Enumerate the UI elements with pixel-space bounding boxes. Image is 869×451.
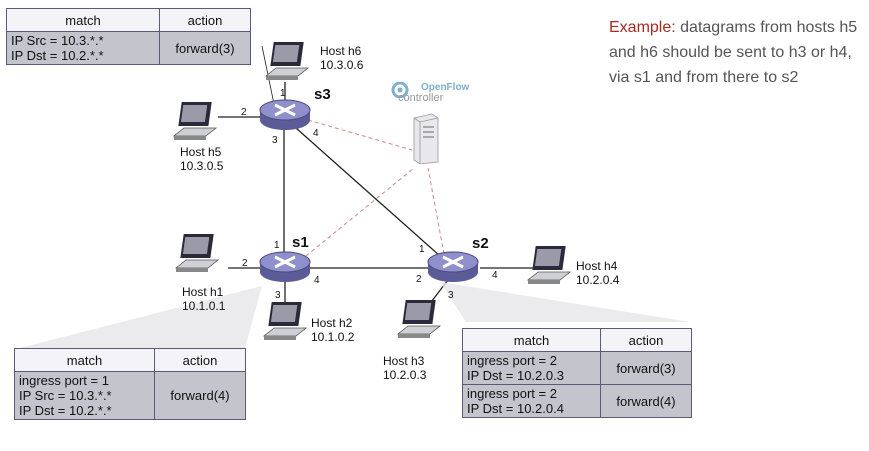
table-row: IP Src = 10.3.*.*IP Dst = 10.2.*.* forwa… — [6, 31, 251, 65]
example-keyword: Example: — [609, 19, 676, 36]
router-icon — [427, 251, 479, 282]
server-icon — [413, 113, 439, 164]
computer-icon — [174, 234, 220, 272]
action-cell: forward(3) — [600, 351, 692, 385]
port-label: 1 — [274, 240, 280, 251]
control-link-s1 — [305, 167, 415, 257]
match-header: match — [14, 348, 155, 372]
computer-icon — [172, 102, 218, 140]
computer-icon — [396, 300, 442, 338]
port-label: 4 — [314, 275, 320, 286]
switch-s1-name: s1 — [292, 234, 309, 251]
port-label: 2 — [416, 274, 422, 285]
control-link-s2 — [427, 167, 445, 255]
action-header: action — [159, 8, 251, 32]
switch-s3-name: s3 — [314, 86, 331, 103]
openflow-brand: OpenFlow — [421, 82, 470, 93]
port-label: 2 — [241, 107, 247, 118]
switch-s2-name: s2 — [472, 235, 489, 252]
action-header: action — [154, 348, 246, 372]
port-label: 1 — [280, 88, 286, 99]
port-label: 2 — [242, 258, 248, 269]
computer-icon — [526, 246, 572, 284]
computer-icon — [264, 42, 310, 80]
match-cell: IP Src = 10.3.*.*IP Dst = 10.2.*.* — [6, 31, 160, 65]
port-label: 1 — [419, 244, 425, 255]
port-label: 4 — [313, 128, 319, 139]
computer-icon — [262, 302, 308, 340]
action-header: action — [600, 328, 692, 352]
router-icon — [259, 251, 311, 282]
port-label: 3 — [275, 290, 281, 301]
link-s3-s2 — [295, 127, 441, 257]
router-icon — [259, 99, 311, 130]
action-cell: forward(3) — [159, 31, 251, 65]
port-label: 3 — [448, 290, 454, 301]
match-header: match — [462, 328, 601, 352]
openflow-logo-icon — [391, 82, 409, 98]
port-label: 4 — [492, 270, 498, 281]
pointer-s1-table — [20, 286, 262, 348]
match-header: match — [6, 8, 160, 32]
pointer-s2-table — [440, 282, 690, 322]
control-link-s3 — [307, 119, 413, 151]
action-cell: forward(4) — [600, 384, 692, 418]
example-body: datagrams from hosts h5 and h6 should be… — [609, 19, 858, 86]
example-text: Example: datagrams from hosts h5 and h6 … — [609, 15, 864, 90]
controller-label: controller — [398, 92, 444, 104]
action-cell: forward(4) — [154, 371, 246, 420]
port-label: 3 — [272, 135, 278, 146]
